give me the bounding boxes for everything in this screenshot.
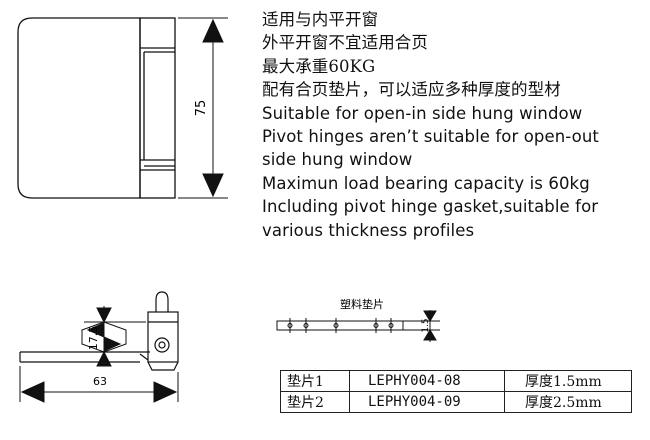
gasket-thickness-label: 1.5 xyxy=(421,318,431,332)
table-row: 垫片2 LEPHY004-09 厚度2.5mm xyxy=(280,391,632,413)
gasket-label: 塑料垫片 xyxy=(340,297,384,311)
gasket-thickness: 厚度1.5mm xyxy=(504,370,632,392)
gasket-thickness: 厚度2.5mm xyxy=(504,391,632,413)
description-line-4: 配有合页垫片，可以适应多种厚度的型材 xyxy=(262,80,561,100)
description-line-7: side hung window xyxy=(262,150,413,170)
gasket-code: LEPHY004-08 xyxy=(349,370,505,392)
height-dimension xyxy=(178,17,228,199)
description-line-6: Pivot hinges aren’t suitable for open-ou… xyxy=(262,127,599,147)
offset-dimension-label: 17.5 xyxy=(87,326,100,351)
description-line-3: 最大承重60KG xyxy=(262,56,376,76)
description-line-9: Including pivot hinge gasket,suitable fo… xyxy=(262,197,599,217)
description-line-10: various thickness profiles xyxy=(262,220,475,240)
product-description: 适用与内平开窗 外平开窗不宜适用合页 最大承重60KG 配有合页垫片，可以适应多… xyxy=(262,8,647,242)
gasket-holes xyxy=(287,318,394,333)
gasket-spec-table: 垫片1 LEPHY004-08 厚度1.5mm 垫片2 LEPHY004-09 … xyxy=(280,370,632,413)
hinge-front-view xyxy=(17,17,176,199)
height-dimension-label: 75 xyxy=(194,100,209,117)
description-line-5: Suitable for open-in side hung window xyxy=(262,103,583,123)
hinge-leaf xyxy=(17,17,141,199)
description-line-8: Maximun load bearing capacity is 60kg xyxy=(262,173,590,193)
table-row: 垫片1 LEPHY004-08 厚度1.5mm xyxy=(280,370,632,392)
gasket-name: 垫片1 xyxy=(280,370,350,392)
plastic-gasket xyxy=(276,310,440,342)
width-dimension xyxy=(19,366,179,403)
width-dimension-label: 63 xyxy=(93,375,107,388)
hinge-knuckle xyxy=(139,17,176,199)
gasket-code: LEPHY004-09 xyxy=(349,391,505,413)
description-line-1: 适用与内平开窗 xyxy=(262,10,379,29)
gasket-name: 垫片2 xyxy=(280,391,350,413)
offset-dimension xyxy=(81,306,146,367)
description-line-2: 外平开窗不宜适用合页 xyxy=(262,33,428,53)
